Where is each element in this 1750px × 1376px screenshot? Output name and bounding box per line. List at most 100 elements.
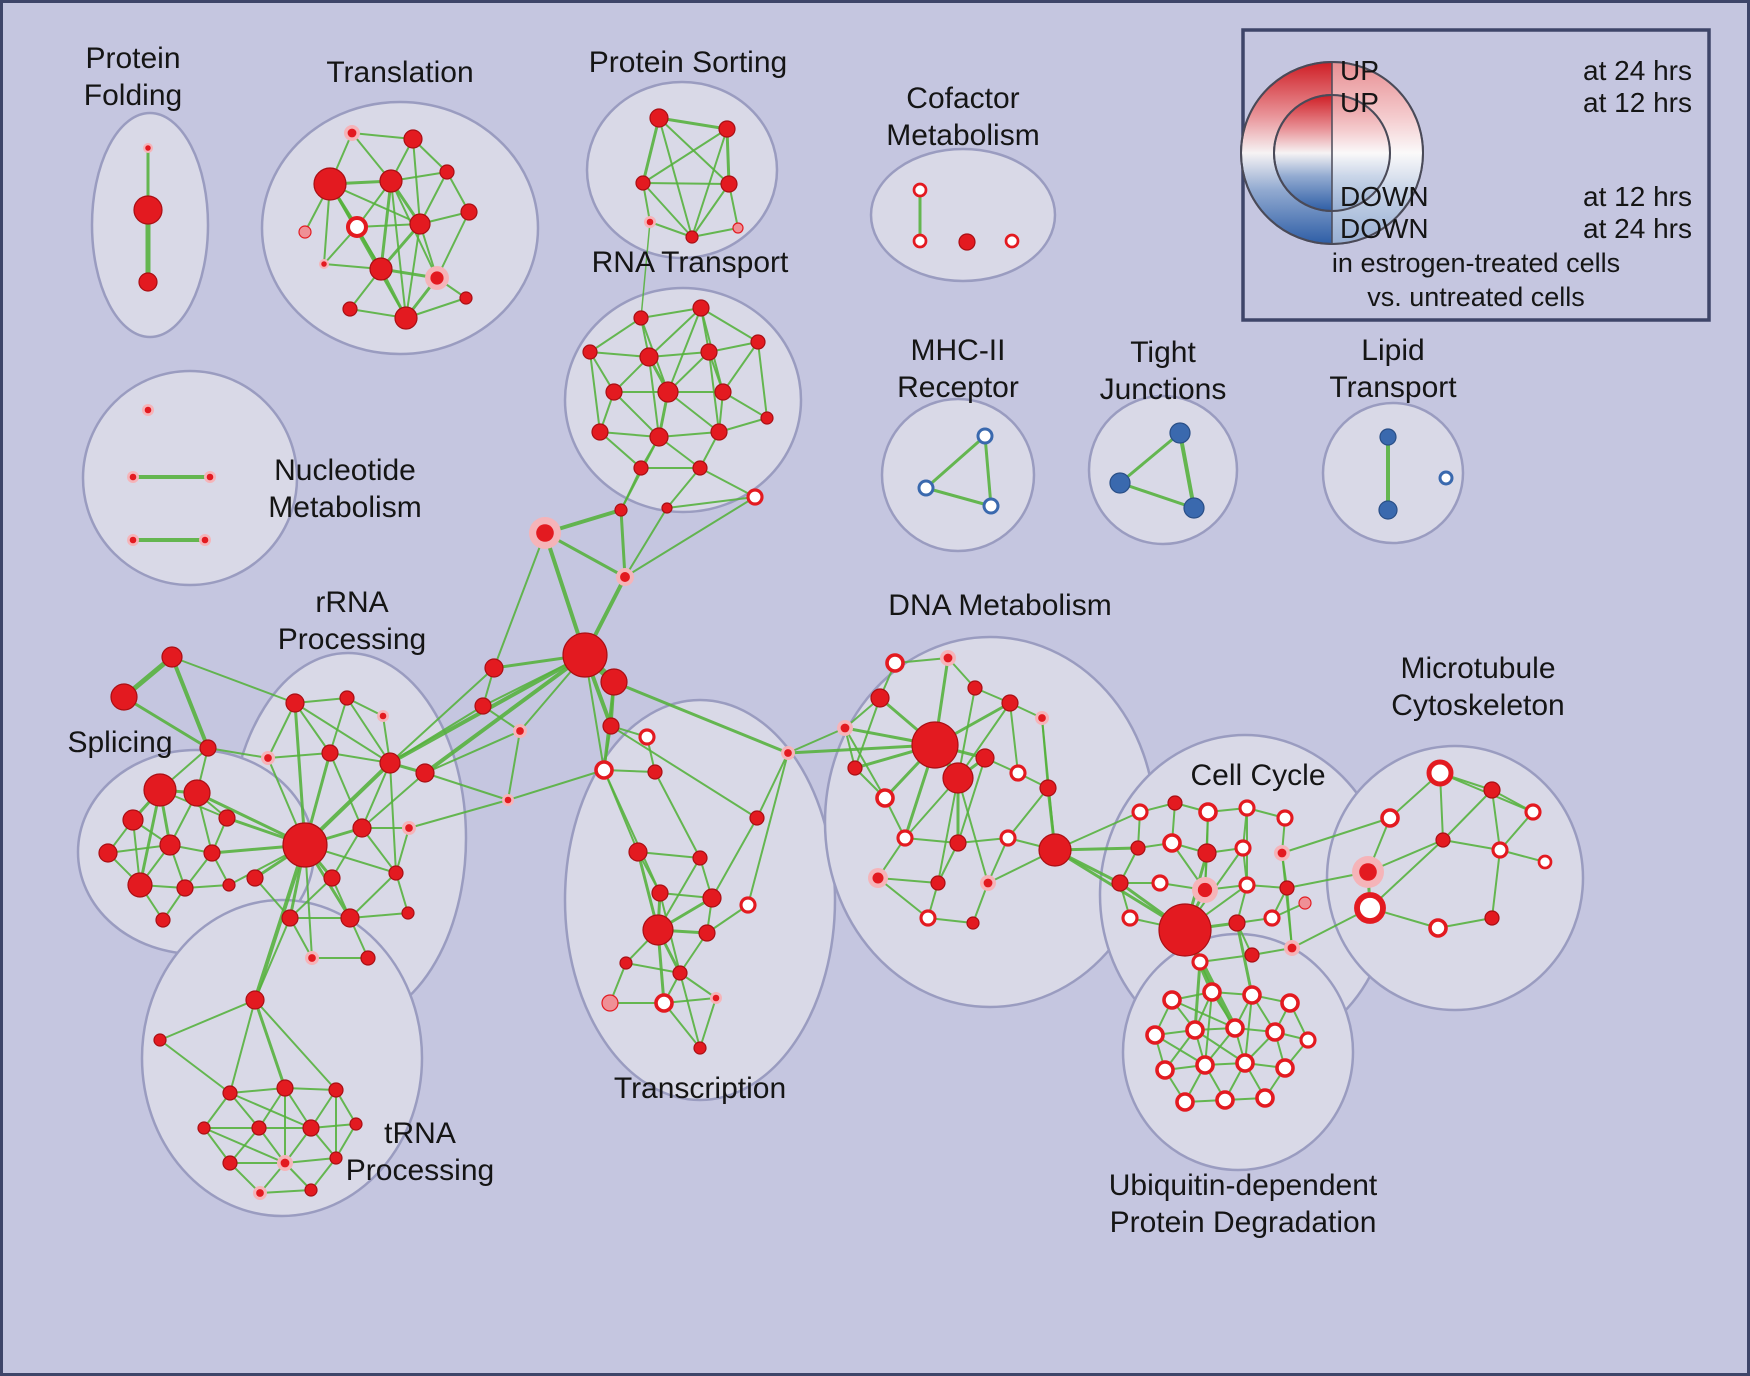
gene-node-up (1483, 781, 1501, 799)
network-edge (854, 697, 881, 769)
network-edge (924, 486, 993, 508)
gene-node-up (369, 257, 393, 281)
gene-node-down-open (982, 497, 1000, 515)
gene-node-down (1183, 497, 1205, 519)
gene-node-up-open (1235, 1053, 1255, 1073)
cluster-bubble-lipid-transport (1321, 401, 1465, 545)
gene-node-up (685, 230, 699, 244)
cluster-bubble-translation (260, 100, 540, 356)
gene-node-up-open (1162, 833, 1182, 853)
network-edge (395, 827, 410, 874)
network-edge (640, 221, 651, 319)
gene-node-up-halo-core (405, 824, 413, 832)
gene-node-up (930, 875, 946, 891)
gene-node-up-halo-core (206, 473, 214, 481)
gene-node-up (285, 693, 305, 713)
network-edge (253, 998, 287, 1090)
network-edge (349, 872, 397, 919)
gene-node-up-halo-core (129, 473, 137, 481)
gene-node-up (633, 460, 649, 476)
gene-node-up (245, 990, 265, 1010)
cluster-bubble-rna-transport (563, 286, 803, 514)
network-edge (361, 762, 391, 829)
network-edge (691, 227, 739, 238)
network-edge (507, 769, 605, 801)
gene-node-up (302, 1119, 320, 1137)
gene-node-up (360, 950, 376, 966)
cluster-bubble-protein-sorting (585, 80, 779, 260)
cluster-label-protein-sorting: Protein Sorting (589, 46, 787, 79)
gene-node-up (276, 1079, 294, 1097)
cluster-bubble-ubiquitin-degradation (1121, 932, 1355, 1172)
gene-node-up (159, 834, 181, 856)
network-edge (1442, 789, 1493, 841)
gene-node-up (222, 1085, 238, 1101)
network-edge (1369, 839, 1444, 909)
network-edge (1007, 787, 1049, 839)
gene-node-up (460, 203, 478, 221)
gene-node-up-halo-core (1277, 848, 1287, 858)
gene-node-up-halo-core (516, 727, 524, 735)
gene-node-up (642, 914, 674, 946)
network-edge (937, 777, 959, 884)
cluster-label-nucleotide-metabolism: Nucleotide (274, 454, 416, 487)
legend-outer-ring-outline (1240, 61, 1424, 245)
gene-node-up (459, 291, 473, 305)
gene-node-up-open (1428, 918, 1448, 938)
network-edge (589, 351, 650, 358)
network-edge (1118, 431, 1182, 485)
legend-time-label: at 12 hrs (1583, 181, 1692, 212)
gene-node-up (401, 906, 415, 920)
network-edge (957, 777, 989, 884)
gene-node-up-halo-core (430, 271, 444, 285)
network-edge (294, 702, 391, 764)
gene-node-up (98, 843, 118, 863)
gene-node-up-open (1276, 809, 1294, 827)
gene-node-up (222, 1155, 238, 1171)
network-edge (603, 769, 661, 894)
network-edge (610, 725, 758, 819)
gene-node-up-halo-core (308, 954, 316, 962)
cluster-bubble-trna-processing (140, 898, 424, 1218)
gene-node-up (639, 347, 659, 367)
network-edge (389, 667, 495, 764)
gene-node-up-halo-core (280, 1158, 290, 1168)
gene-node-up (153, 1033, 167, 1047)
gene-node-up-halo-core (983, 878, 993, 888)
cluster-label-microtubule-cytoskeleton: Cytoskeleton (1391, 689, 1564, 722)
legend-time-label: at 24 hrs (1583, 213, 1692, 244)
gene-node-up (582, 344, 598, 360)
gene-node-up (1167, 795, 1183, 811)
gene-node-up (203, 844, 221, 862)
gene-node-up-weak (298, 225, 312, 239)
network-edge (699, 997, 717, 1049)
gene-node-up (649, 427, 669, 447)
gene-node-up-halo-core (1287, 943, 1297, 953)
network-edge (625, 962, 681, 974)
gene-node-up (698, 924, 716, 942)
network-edge (658, 431, 720, 438)
gene-node-up (161, 646, 183, 668)
network-edge (1171, 999, 1236, 1029)
gene-node-up (304, 1183, 318, 1197)
gene-node-up (379, 752, 401, 774)
network-edge (699, 467, 756, 498)
gene-node-up-open (345, 215, 369, 239)
gene-node-up-halo-core (840, 723, 850, 733)
gene-node-up (394, 306, 418, 330)
network-edge (293, 701, 307, 847)
gene-node-up (591, 423, 609, 441)
network-edge (624, 507, 668, 578)
gene-node-up (1197, 843, 1217, 863)
gene-node-up-halo-core (256, 1189, 264, 1197)
gene-node-up-halo-core (536, 524, 554, 542)
cluster-bubble-tight-junctions (1087, 394, 1239, 546)
network-edge (624, 496, 756, 578)
network-edge (589, 317, 642, 353)
gene-node-up-open (1191, 953, 1209, 971)
gene-node-up (321, 744, 339, 762)
gene-node-up (702, 888, 722, 908)
gene-node-up (672, 965, 688, 981)
gene-node-up-halo-core (347, 128, 357, 138)
gene-node-up-open (1004, 233, 1020, 249)
